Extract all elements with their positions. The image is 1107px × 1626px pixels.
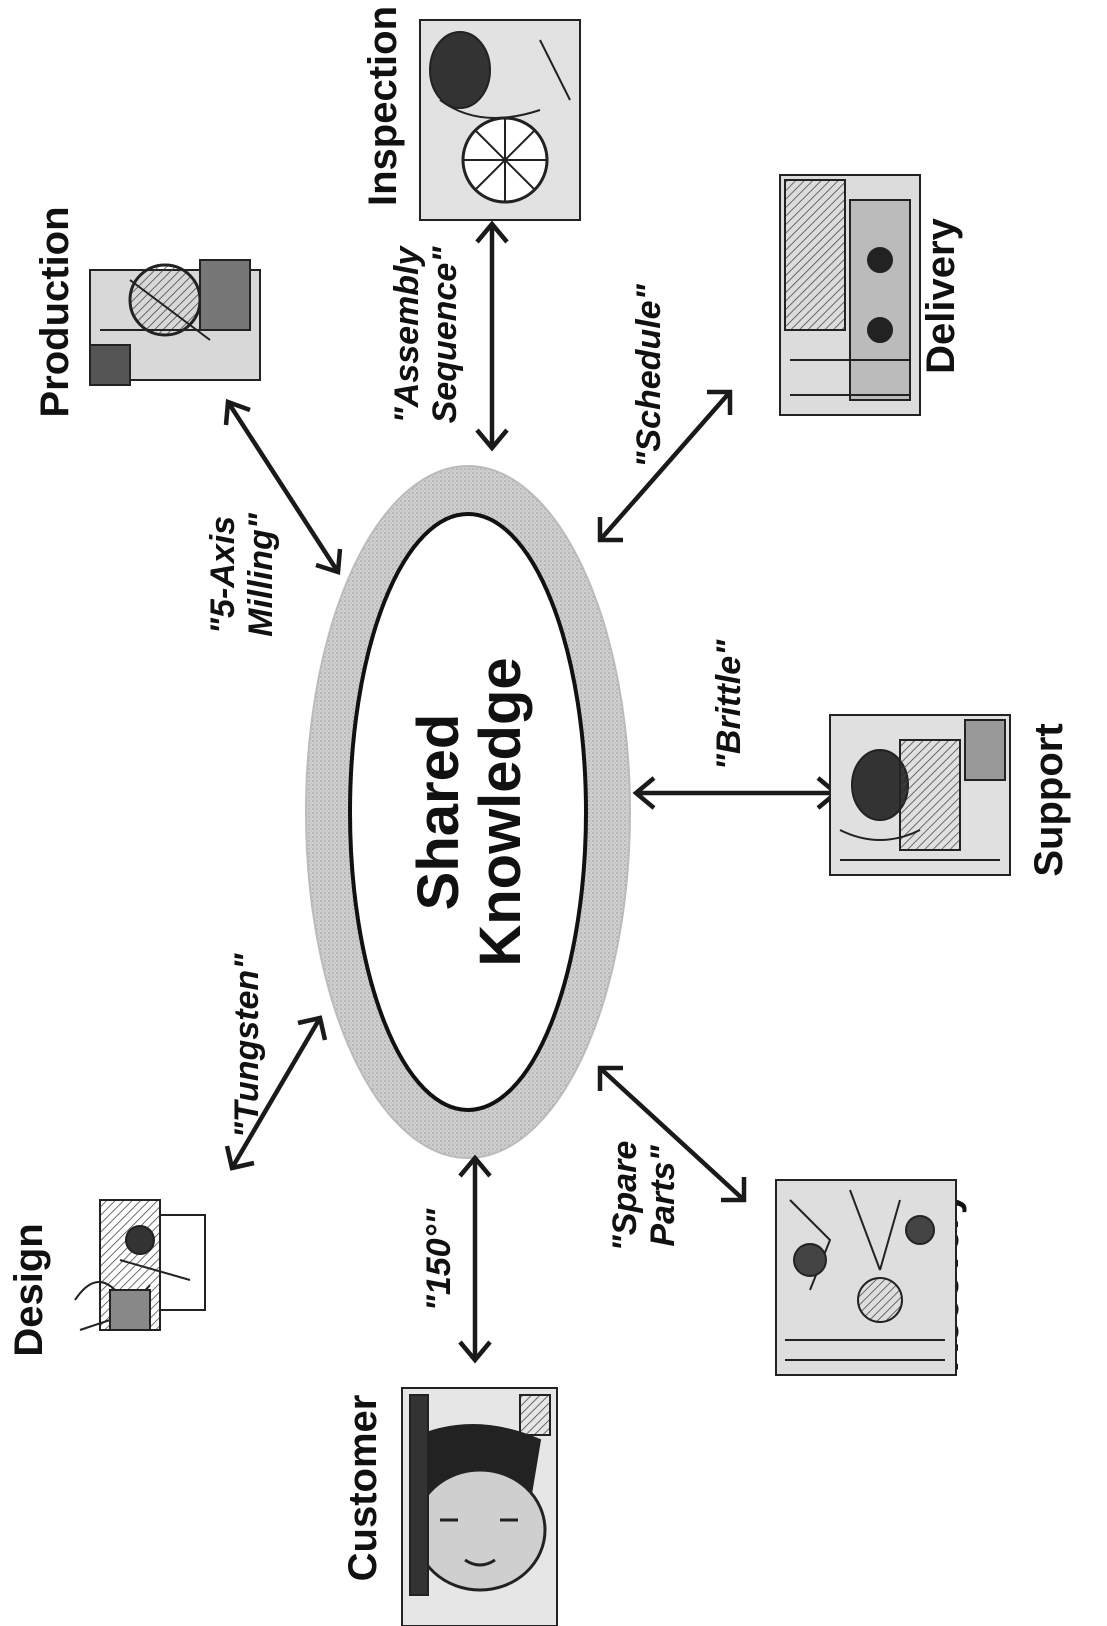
term-spare-parts-line1: "Spare — [606, 1141, 644, 1252]
term-150-degrees: "150°" — [420, 1208, 458, 1311]
node-label-production: Production — [33, 206, 77, 417]
term-brittle: "Brittle" — [710, 639, 748, 770]
hub-inner-ellipse — [348, 512, 588, 1112]
design-illustration — [74, 1199, 206, 1331]
arrow-design — [224, 1015, 328, 1171]
term-tungsten: "Tungsten" — [228, 953, 266, 1138]
term-5-axis-milling-line1: "5-Axis — [204, 516, 242, 634]
arrow-support — [632, 776, 840, 810]
shared-knowledge-hub: Shared Knowledge — [305, 465, 631, 1159]
term-assembly-sequence-line1: "Assembly — [388, 245, 426, 424]
hub-title-line2: Knowledge — [468, 657, 533, 966]
node-label-customer: Customer — [341, 1395, 385, 1582]
arrow-customer — [458, 1154, 492, 1364]
term-5-axis-milling-line2: Milling" — [242, 512, 280, 637]
node-label-inspection: Inspection — [361, 6, 405, 206]
arrow-recovery — [597, 1065, 747, 1203]
term-assembly-sequence-line2: Sequence" — [426, 246, 464, 424]
arrow-delivery — [597, 389, 733, 543]
delivery-illustration — [779, 174, 921, 416]
node-label-design: Design — [7, 1223, 51, 1356]
arrow-inspection — [475, 220, 509, 452]
hub-title-line1: Shared — [406, 714, 471, 911]
production-illustration — [89, 259, 261, 386]
term-spare-parts-line2: Parts" — [644, 1145, 682, 1247]
node-label-delivery: Delivery — [919, 217, 963, 373]
support-illustration — [829, 714, 1011, 876]
node-label-support: Support — [1027, 723, 1071, 876]
customer-illustration — [401, 1387, 558, 1626]
arrow-production — [223, 398, 343, 575]
recovery-illustration — [775, 1179, 957, 1376]
term-schedule: "Schedule" — [630, 283, 668, 467]
inspection-illustration — [419, 19, 581, 221]
